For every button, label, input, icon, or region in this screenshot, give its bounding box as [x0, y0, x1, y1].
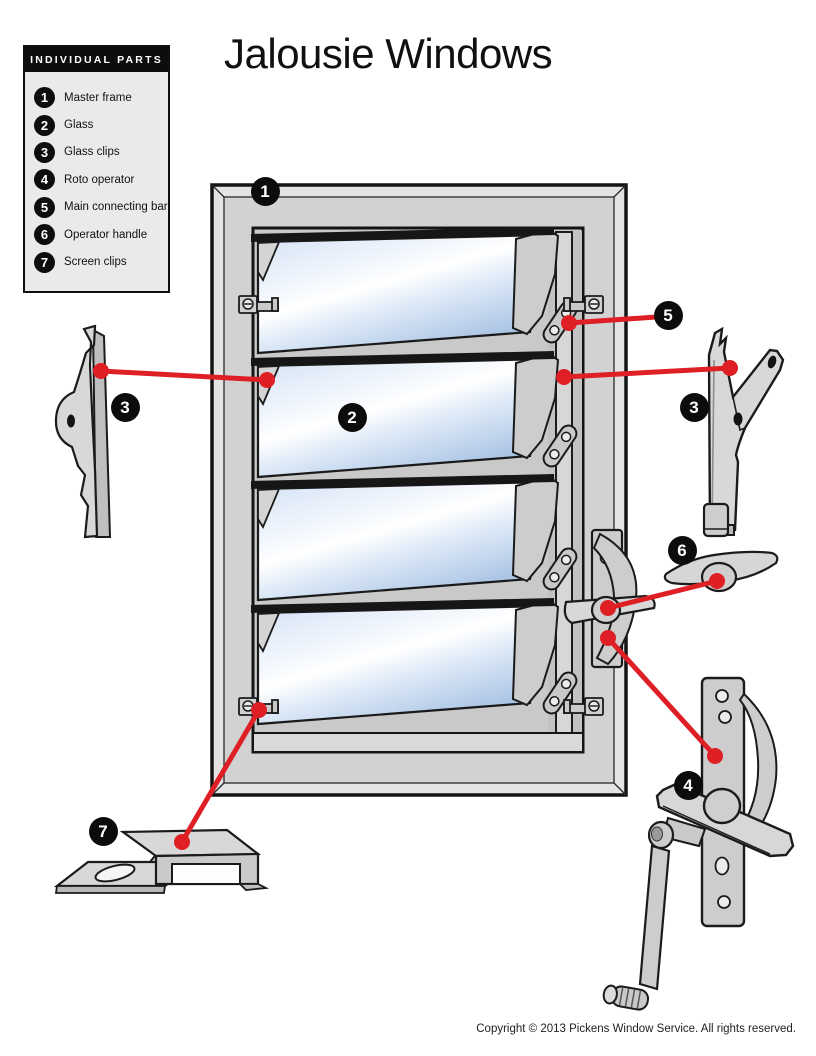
screen-clip-pin-top-left [238, 295, 279, 314]
callout-operator-handle: 6 [667, 535, 697, 565]
part-roto-operator [602, 676, 795, 1011]
part-glass-clip-left [54, 324, 112, 539]
callout-lines [93, 314, 738, 850]
callout-glass-clip-left: 3 [110, 392, 140, 422]
legend-number-badge: 1 [34, 87, 55, 109]
legend-number-badge: 7 [34, 251, 55, 273]
screen-clip-pins [238, 295, 604, 716]
legend-item-glass: 2 Glass [34, 111, 168, 138]
page-title: Jalousie Windows [224, 30, 553, 77]
window-operator [563, 528, 656, 669]
glass-slat-1 [251, 227, 560, 355]
legend-number-badge: 4 [34, 169, 55, 191]
legend-item-label: Glass [64, 119, 94, 132]
legend-item-glass-clips: 3 Glass clips [34, 139, 168, 166]
legend-items: 1 Master frame 2 Glass 3 Glass clips 4 R… [25, 72, 168, 276]
callout-roto-operator: 4 [673, 770, 703, 800]
part-screen-clip [53, 828, 270, 894]
legend-number-badge: 5 [34, 196, 55, 218]
legend-item-operator-handle: 6 Operator handle [34, 221, 168, 248]
legend-item-label: Glass clips [64, 146, 120, 159]
parts-legend: INDIVIDUAL PARTS 1 Master frame 2 Glass … [23, 45, 170, 293]
glass-slat-3 [251, 474, 560, 602]
callout-master-frame: 1 [250, 176, 280, 206]
legend-item-screen-clips: 7 Screen clips [34, 248, 168, 275]
glass-slats [251, 227, 560, 726]
legend-item-master-frame: 1 Master frame [34, 84, 168, 111]
callout-glass: 2 [337, 402, 367, 432]
legend-item-label: Master frame [64, 91, 132, 104]
glass-slat-2 [251, 351, 560, 479]
callout-main-connecting-bar: 5 [653, 300, 683, 330]
legend-item-label: Main connecting bar [64, 201, 168, 214]
screen-clip-pin-bottom-right [563, 697, 604, 716]
screen-clip-pin-top-right [563, 295, 604, 314]
legend-item-roto-operator: 4 Roto operator [34, 166, 168, 193]
legend-header: INDIVIDUAL PARTS [25, 47, 168, 72]
legend-item-label: Screen clips [64, 256, 127, 269]
copyright-text: Copyright © 2013 Pickens Window Service.… [476, 1023, 796, 1035]
callout-glass-clip-right: 3 [679, 392, 709, 422]
legend-item-main-connecting-bar: 5 Main connecting bar [34, 194, 168, 221]
glass-slat-4 [251, 598, 560, 726]
legend-number-badge: 2 [34, 114, 55, 136]
legend-number-badge: 6 [34, 224, 55, 246]
legend-number-badge: 3 [34, 141, 55, 163]
legend-item-label: Roto operator [64, 173, 135, 186]
callout-screen-clip: 7 [88, 816, 118, 846]
window-sill [252, 732, 584, 753]
legend-item-label: Operator handle [64, 228, 148, 241]
